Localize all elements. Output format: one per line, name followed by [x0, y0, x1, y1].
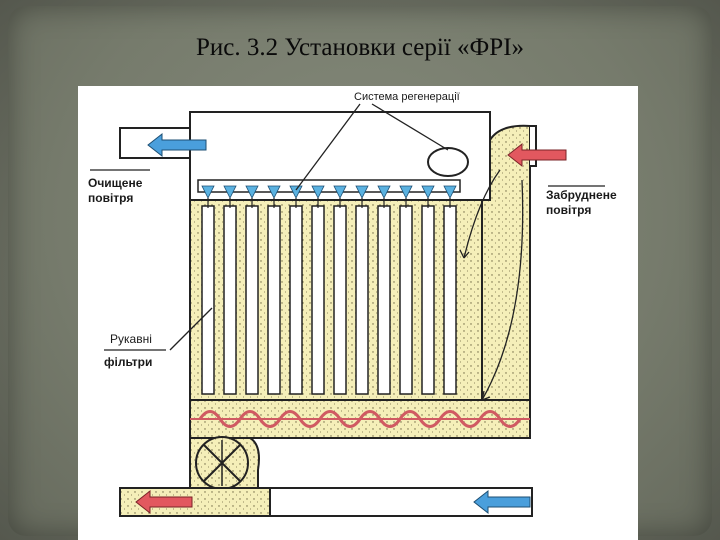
- nozzle: [377, 185, 391, 199]
- bag-filter: [223, 205, 237, 395]
- leader-lines: [90, 103, 605, 351]
- nozzle: [223, 185, 237, 199]
- regeneration-pipe: [197, 147, 469, 193]
- bag-filter: [355, 205, 369, 395]
- label-dirty-air-2: повітря: [546, 203, 591, 217]
- bag-filter: [421, 205, 435, 395]
- nozzle: [267, 185, 281, 199]
- nozzle: [311, 185, 325, 199]
- dirty-air-arrow: [507, 142, 567, 168]
- nozzle: [289, 185, 303, 199]
- label-bag-filters-1: Рукавні: [110, 332, 152, 346]
- label-dirty-air-1: Забруднене: [546, 188, 617, 202]
- bag-filter: [333, 205, 347, 395]
- nozzle: [245, 185, 259, 199]
- nozzle: [421, 185, 435, 199]
- bag-filters-group: [201, 205, 457, 395]
- airflow-curves: [459, 169, 524, 401]
- nozzle: [333, 185, 347, 199]
- label-bag-filters-2: фільтри: [104, 355, 152, 369]
- bag-filter: [245, 205, 259, 395]
- bag-filter: [443, 205, 457, 395]
- bag-filter: [311, 205, 325, 395]
- label-clean-air-2: повітря: [88, 191, 133, 205]
- nozzle: [355, 185, 369, 199]
- discharge-blue-arrow: [473, 489, 531, 515]
- screw-conveyor: [189, 399, 531, 439]
- nozzles-group: [201, 185, 457, 208]
- bag-filter: [201, 205, 215, 395]
- nozzle: [443, 185, 457, 199]
- discharge-red-arrow: [135, 489, 193, 515]
- rotary-valve: [189, 436, 260, 490]
- bag-filter: [267, 205, 281, 395]
- label-clean-air-1: Очищене: [88, 176, 143, 190]
- label-regeneration-system: Система регенерації: [354, 91, 460, 103]
- nozzle: [201, 185, 215, 199]
- bag-filter: [377, 205, 391, 395]
- nozzle: [399, 185, 413, 199]
- bag-filter: [399, 205, 413, 395]
- bag-filter: [289, 205, 303, 395]
- clean-air-arrow: [147, 132, 207, 158]
- slide-title: Рис. 3.2 Установки серії «ФРІ»: [195, 34, 525, 61]
